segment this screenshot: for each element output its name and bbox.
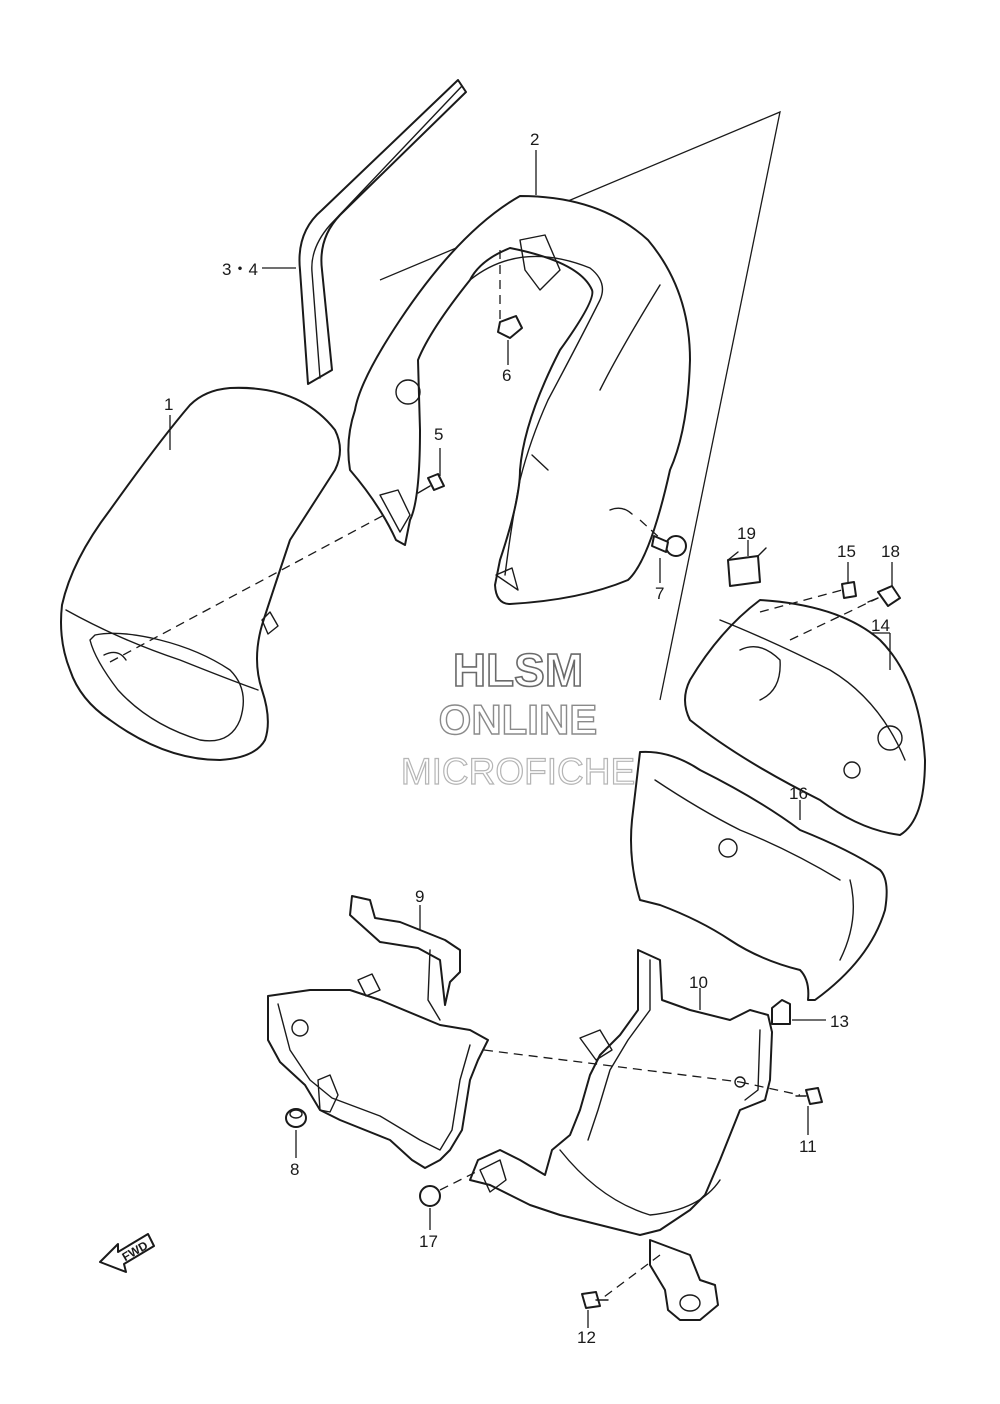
watermark: HLSM ONLINE MICROFICHE [400,643,636,792]
callout-8: 8 [290,1160,299,1179]
callout-1: 1 [164,395,173,414]
callout-leader-lines [169,150,893,1328]
callout-5: 5 [434,425,443,444]
callout-7: 7 [655,584,664,603]
part-18-clip [867,585,901,607]
part-5-screw [417,473,445,494]
callout-13: 13 [830,1012,849,1031]
callout-18: 18 [881,542,900,561]
part-15-nut [841,581,857,599]
part-16-lower-cover [630,750,888,1001]
part-19-cushion [727,547,767,587]
callout-16: 16 [789,784,808,803]
assembly-dashed-lines [109,250,879,1301]
callout-19: 19 [737,524,756,543]
part-3-4-trim-strip [298,79,467,385]
part-2-upper-cowl [347,195,691,605]
part-14-inner-panel [684,599,926,836]
part-17-grommet [419,1185,441,1207]
watermark-line-2: ONLINE [439,696,598,743]
part-8-grommet [285,1108,307,1128]
part-10-right-bracket [469,949,773,1321]
part-6-clip-nut [497,315,523,339]
part-1-headlight-cover [60,386,341,761]
callout-14: 14 [871,616,890,635]
part-7-rivet [651,535,687,557]
part-13-pin [771,999,791,1025]
callout-9: 9 [415,887,424,906]
callout-labels: 1 2 3・4 5 6 7 8 9 10 11 12 13 14 15 16 1… [164,130,900,1347]
callout-2: 2 [530,130,539,149]
part-9-left-bracket [267,895,489,1169]
forward-direction-arrow: FWD [99,1233,155,1273]
part-11-bolt [795,1087,823,1105]
watermark-line-1: HLSM [453,644,583,696]
callout-12: 12 [577,1328,596,1347]
part-12-bolt [581,1291,609,1309]
watermark-line-3: MICROFICHE [401,751,635,792]
callout-11: 11 [799,1137,817,1156]
callout-15: 15 [837,542,856,561]
callout-6: 6 [502,366,511,385]
callout-3-4: 3・4 [222,260,258,279]
callout-17: 17 [419,1232,438,1251]
callout-10: 10 [689,973,708,992]
